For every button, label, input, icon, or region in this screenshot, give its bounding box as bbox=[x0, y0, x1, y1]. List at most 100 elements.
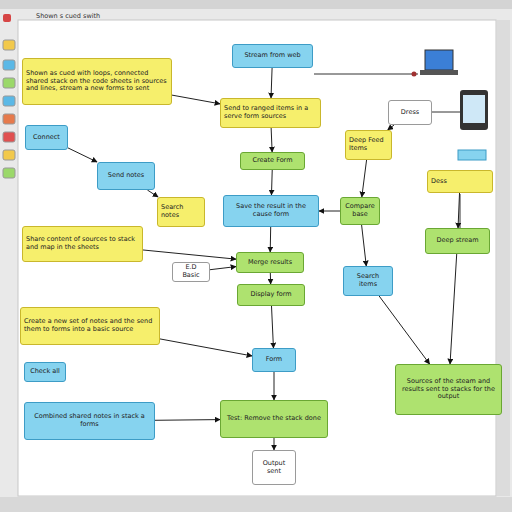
node-text: E.D Basic bbox=[176, 264, 206, 280]
node-text: Sources of the steam and results sent to… bbox=[399, 378, 498, 401]
phone-body bbox=[460, 90, 488, 130]
laptop-screen bbox=[425, 50, 453, 70]
process-box: Sources of the steam and results sent to… bbox=[395, 364, 502, 415]
tool-icon bbox=[3, 60, 15, 70]
tool-icon bbox=[3, 168, 15, 178]
note-box: Share content of sources to stack and ma… bbox=[22, 226, 143, 262]
node-text: Shown as cued with loops, connected shar… bbox=[26, 70, 168, 93]
phone-screen bbox=[463, 95, 485, 123]
toolbar-icons bbox=[3, 14, 15, 178]
process-box: Send notes bbox=[97, 162, 155, 190]
process-box: Search items bbox=[343, 266, 393, 296]
node-text: Stream from web bbox=[236, 52, 309, 60]
note-box: Search notes bbox=[157, 197, 205, 227]
tool-icon bbox=[3, 132, 15, 142]
node-text: Form bbox=[256, 356, 292, 364]
flow-arrow bbox=[274, 438, 275, 450]
note-box: Send to ranged items in a serve form sou… bbox=[220, 98, 321, 128]
flow-arrow bbox=[270, 273, 271, 284]
flow-arrow bbox=[155, 419, 220, 421]
flow-arrow bbox=[271, 128, 272, 152]
note-box: Deep Feed Items bbox=[345, 130, 392, 160]
flow-arrow bbox=[143, 250, 236, 259]
small-tag bbox=[458, 150, 486, 160]
process-box: Save the result in the cause form bbox=[223, 195, 319, 227]
process-box: Test: Remove the stack done bbox=[220, 400, 328, 438]
app-icon bbox=[3, 14, 11, 22]
scrollbar bbox=[497, 20, 510, 496]
process-box: Check all bbox=[24, 362, 66, 382]
node-text: Dess bbox=[431, 178, 489, 186]
process-box: Form bbox=[252, 348, 296, 372]
flow-arrow bbox=[147, 190, 158, 197]
node-text: Display form bbox=[241, 291, 301, 299]
title-bar bbox=[0, 0, 512, 9]
node-text: Combined shared notes in stack a forms bbox=[28, 413, 151, 429]
process-box: Connect bbox=[25, 125, 68, 150]
tool-icon bbox=[3, 40, 15, 50]
node-text: Compare base bbox=[344, 203, 376, 219]
flow-arrow bbox=[362, 160, 367, 197]
node-text: Save the result in the cause form bbox=[227, 203, 315, 219]
tool-icon bbox=[3, 150, 15, 160]
node-text: Check all bbox=[28, 368, 62, 376]
flow-arrow bbox=[450, 254, 457, 364]
flow-arrow bbox=[160, 339, 252, 356]
node-text: Create a new set of notes and the send t… bbox=[24, 318, 156, 334]
phone-icon bbox=[460, 90, 488, 130]
node-text: Search notes bbox=[161, 204, 201, 220]
laptop-icon bbox=[420, 50, 458, 75]
flow-arrow bbox=[210, 267, 236, 270]
process-box: Merge results bbox=[236, 252, 304, 273]
laptop-base bbox=[420, 70, 458, 75]
flow-arrow bbox=[271, 68, 272, 98]
flow-arrow bbox=[274, 372, 275, 400]
process-box: Create Form bbox=[240, 152, 305, 170]
node-text: Search items bbox=[347, 273, 389, 289]
flow-arrow bbox=[272, 306, 274, 348]
leader-line bbox=[460, 194, 461, 228]
tool-icon bbox=[3, 114, 15, 124]
node-text: Deep Feed Items bbox=[349, 137, 388, 153]
leader-line bbox=[314, 74, 418, 75]
process-box: Dress bbox=[388, 100, 432, 125]
canvas bbox=[18, 20, 496, 496]
node-text: Deep stream bbox=[429, 237, 486, 245]
flow-arrow bbox=[271, 170, 273, 195]
flow-arrow bbox=[362, 225, 367, 266]
process-box: Display form bbox=[237, 284, 305, 306]
node-text: Test: Remove the stack done bbox=[224, 415, 324, 423]
node-text: Connect bbox=[29, 134, 64, 142]
node-text: Merge results bbox=[240, 259, 300, 267]
note-box: Shown as cued with loops, connected shar… bbox=[22, 58, 172, 105]
process-box: Deep stream bbox=[425, 228, 490, 254]
window-title: Shown s cued swith bbox=[36, 12, 100, 20]
leader-dot bbox=[412, 72, 417, 77]
flow-arrow bbox=[68, 148, 97, 162]
status-bar bbox=[0, 497, 512, 512]
process-box: Stream from web bbox=[232, 44, 313, 68]
node-text: Output sent bbox=[256, 460, 292, 476]
node-text: Send notes bbox=[101, 172, 151, 180]
note-box: Create a new set of notes and the send t… bbox=[20, 307, 160, 345]
node-text: Send to ranged items in a serve form sou… bbox=[224, 105, 317, 121]
flow-arrow bbox=[458, 193, 459, 228]
process-box: Compare base bbox=[340, 197, 380, 225]
node-text: Dress bbox=[392, 109, 428, 117]
leader-line bbox=[432, 112, 460, 113]
node-text: Create Form bbox=[244, 157, 301, 165]
note-box: Dess bbox=[427, 170, 493, 193]
flow-arrow bbox=[270, 227, 271, 252]
process-box: Combined shared notes in stack a forms bbox=[24, 402, 155, 440]
flow-arrow bbox=[319, 211, 340, 212]
flow-arrow bbox=[379, 296, 429, 364]
process-box: Output sent bbox=[252, 450, 296, 485]
tool-icon bbox=[3, 78, 15, 88]
tool-icon bbox=[3, 96, 15, 106]
node-text: Share content of sources to stack and ma… bbox=[26, 236, 139, 252]
flow-arrow bbox=[172, 95, 220, 104]
process-box: E.D Basic bbox=[172, 262, 210, 282]
